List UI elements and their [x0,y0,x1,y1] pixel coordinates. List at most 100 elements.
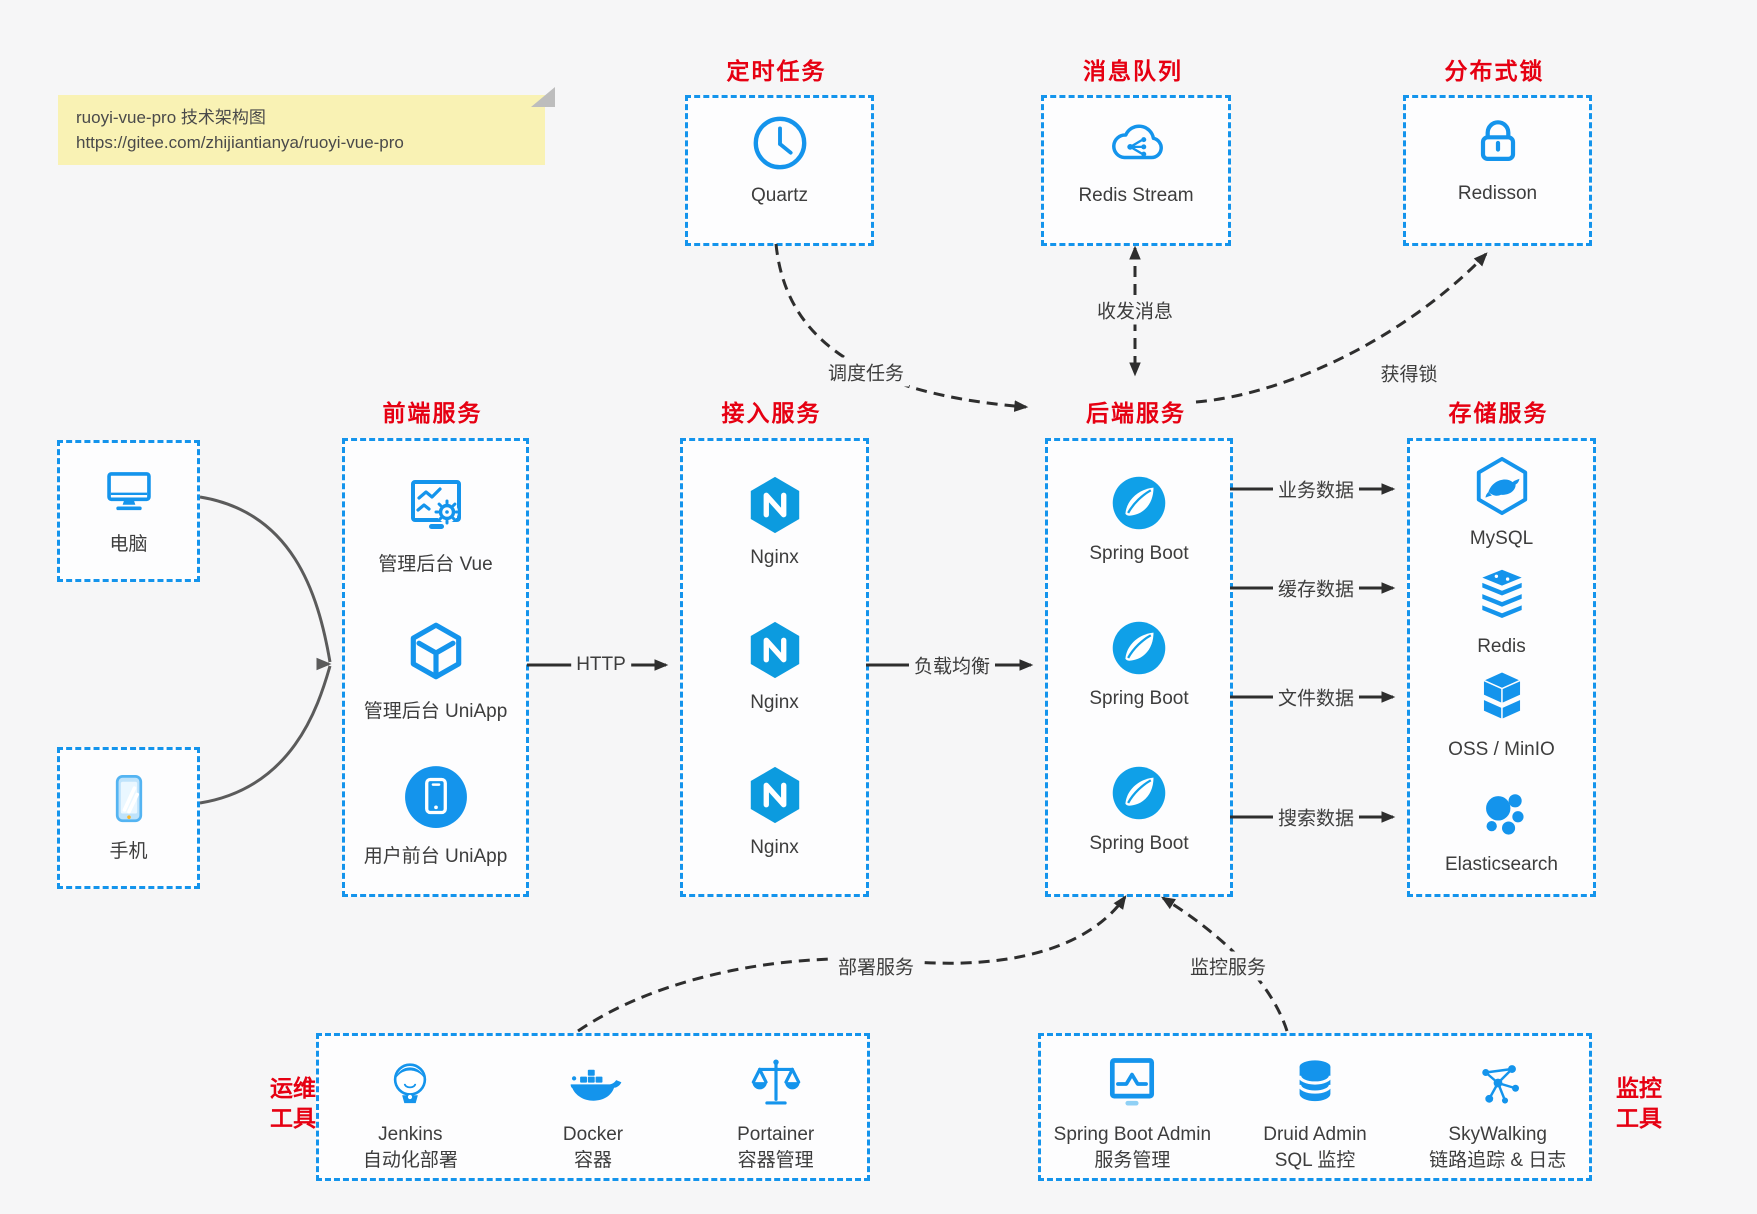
item-label: Redisson [1457,183,1538,204]
redis-stack-icon [1472,565,1532,625]
list-item: Redisson [1406,98,1589,205]
item-sublabel: 链路追踪 & 日志 [1429,1150,1567,1171]
client-box-phone: 手机 [57,747,200,889]
phone-to-frontend-curve [199,665,332,805]
uniapp-cube-icon [403,619,469,685]
phone-icon [100,770,158,828]
item-label: 用户前台 UniApp [363,846,508,867]
edge-label-deploy-service: 部署服务 [832,951,920,981]
group-box-frontend: 管理后台 Vue 管理后台 UniApp 用户前台 UniApp [342,438,529,897]
item-label: Druid Admin [1263,1124,1367,1145]
spring-boot-icon [1110,764,1168,822]
item-label: Spring Boot [1089,688,1189,709]
item-label: Spring Boot [1089,543,1189,564]
list-item: Spring Boot [1048,474,1230,565]
group-title-access: 接入服务 [721,400,822,426]
edge-label-file-data: 文件数据 [1272,682,1360,712]
list-item: Druid Admin SQL 监控 [1224,1036,1407,1178]
note-fold-corner [531,87,555,107]
item-label: Nginx [750,837,799,858]
item-sublabel: 容器 [574,1150,613,1171]
lock-icon [1468,112,1528,172]
group-title-backend: 后端服务 [1086,400,1186,426]
item-label: Jenkins [378,1124,443,1145]
item-label: Nginx [750,547,799,568]
item-label: Portainer [737,1124,815,1145]
edge-label-schedule-task: 调度任务 [822,357,910,387]
client-label: 手机 [109,841,148,862]
group-box-access: Nginx Nginx Nginx [680,438,869,897]
note-title: ruoyi-vue-pro 技术架构图 [76,108,266,127]
client-label: 电脑 [109,534,148,555]
group-title-ops-tools: 运维工具 [270,1075,316,1131]
list-item: Spring Boot Admin 服务管理 [1041,1036,1224,1178]
spring-boot-icon [1110,474,1168,532]
item-label: OSS / MinIO [1448,739,1555,760]
group-title-monitor-tools: 监控工具 [1616,1075,1662,1131]
group-title-storage: 存储服务 [1448,400,1549,426]
list-item: 管理后台 Vue [345,474,526,576]
edge-label-send-receive-message: 收发消息 [1091,295,1179,325]
portainer-scales-icon [747,1052,805,1114]
item-sublabel: 服务管理 [1094,1150,1171,1171]
edge-label-acquire-lock: 获得锁 [1375,358,1443,388]
group-title-timer: 定时任务 [726,58,827,84]
edge-label-load-balance: 负载均衡 [908,650,996,680]
item-label: Redis [1477,636,1526,657]
elasticsearch-icon [1472,783,1532,843]
list-item: SkyWalking 链路追踪 & 日志 [1406,1036,1589,1178]
edge-label-search-data: 搜索数据 [1272,802,1360,832]
item-sublabel: 自动化部署 [362,1150,458,1171]
item-label: Quartz [750,185,809,206]
sticky-note: ruoyi-vue-pro 技术架构图 https://gitee.com/zh… [58,87,555,165]
list-item: Redis Stream [1044,98,1228,207]
admin-vue-icon [404,474,468,538]
item-label: Elasticsearch [1445,854,1558,875]
item-label: 管理后台 Vue [378,554,493,575]
group-box-storage: MySQL Redis [1407,438,1596,897]
item-label: Nginx [750,692,799,713]
item-label: Spring Boot [1089,833,1189,854]
list-item: Nginx [683,474,866,569]
list-item: Nginx [683,764,866,859]
list-item: Spring Boot [1048,619,1230,710]
item-label: MySQL [1469,528,1534,549]
list-item: Portainer 容器管理 [684,1036,867,1178]
list-item: 管理后台 UniApp [345,619,526,723]
user-app-icon [403,764,469,830]
edge-label-business-data: 业务数据 [1272,474,1360,504]
item-label: 管理后台 UniApp [363,701,508,722]
list-item: Spring Boot [1048,764,1230,855]
edge-label-http: HTTP [571,653,631,677]
item-label: SkyWalking [1448,1124,1547,1145]
item-label: Redis Stream [1078,185,1194,206]
storage-stack-icon [1472,668,1532,728]
list-item: Jenkins 自动化部署 [319,1036,502,1178]
edge-label-monitor-service: 监控服务 [1184,951,1272,981]
group-title-frontend: 前端服务 [382,400,483,426]
group-box-backend: Spring Boot Spring Boot Spring Boot [1045,438,1233,897]
list-item: Quartz [688,98,871,207]
list-item: 用户前台 UniApp [345,764,526,868]
item-sublabel: SQL 监控 [1274,1150,1356,1171]
admin-chart-icon [1102,1052,1162,1114]
computer-to-frontend-curve [199,495,332,663]
druid-database-icon [1286,1052,1344,1114]
clock-icon [749,112,811,174]
list-item: Docker 容器 [502,1036,685,1178]
spring-boot-icon [1110,619,1168,677]
list-item: OSS / MinIO [1410,668,1593,761]
group-box-ops-tools: Jenkins 自动化部署 Docker 容器 [316,1033,870,1181]
list-item: Redis [1410,565,1593,658]
nginx-icon [744,474,806,536]
group-title-distributed-lock: 分布式锁 [1444,58,1545,84]
list-item: Elasticsearch [1410,783,1593,876]
desktop-icon [100,463,158,521]
skywalking-graph-icon [1470,1052,1526,1114]
group-box-distributed-lock: Redisson [1403,95,1592,246]
list-item: MySQL [1410,455,1593,550]
list-item: Nginx [683,619,866,714]
nginx-icon [744,764,806,826]
nginx-icon [744,619,806,681]
